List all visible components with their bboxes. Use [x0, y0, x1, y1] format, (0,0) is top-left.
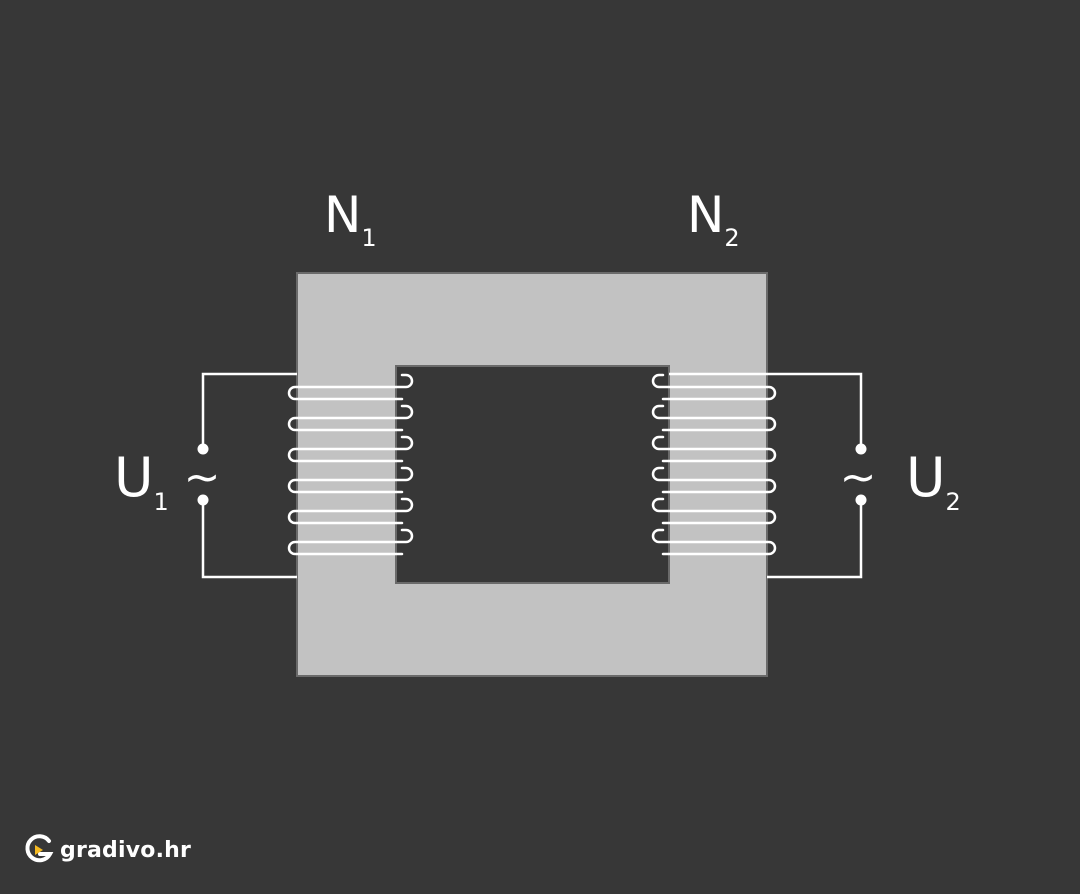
secondary-voltage-label: U2: [906, 446, 961, 516]
brand-name: gradivo.hr: [60, 837, 192, 863]
secondary-coil-turn: [651, 466, 777, 494]
secondary-terminal-bottom: [855, 494, 867, 506]
secondary-coil: [651, 373, 777, 556]
primary-coil: [287, 373, 414, 556]
secondary-ac-symbol: ~: [840, 452, 877, 503]
secondary-coil-turn: [651, 497, 777, 525]
secondary-circuit: [669, 372, 863, 579]
brand-logo[interactable]: gradivo.hr: [24, 832, 191, 868]
secondary-terminal-top: [855, 443, 867, 455]
gradivo-logo-icon: [25, 834, 54, 863]
secondary-coil-turn: [651, 404, 777, 432]
secondary-coil-turn: [651, 435, 777, 463]
secondary-coil-turn: [651, 528, 777, 556]
secondary-turns-label: N2: [687, 186, 740, 252]
primary-coil-turn: [287, 528, 414, 556]
primary-coil-turn: [287, 435, 414, 463]
primary-ac-symbol: ~: [184, 452, 221, 503]
primary-terminal-bottom: [197, 494, 209, 506]
primary-coil-turn: [287, 404, 414, 432]
primary-circuit: [201, 372, 297, 579]
primary-coil-turn: [287, 466, 414, 494]
primary-turns-label: N1: [324, 186, 377, 252]
primary-terminal-top: [197, 443, 209, 455]
primary-coil-turn: [287, 373, 414, 401]
primary-voltage-label: U1: [114, 446, 169, 516]
iron-core: [296, 272, 768, 677]
secondary-coil-turn: [651, 373, 777, 401]
primary-coil-turn: [287, 497, 414, 525]
